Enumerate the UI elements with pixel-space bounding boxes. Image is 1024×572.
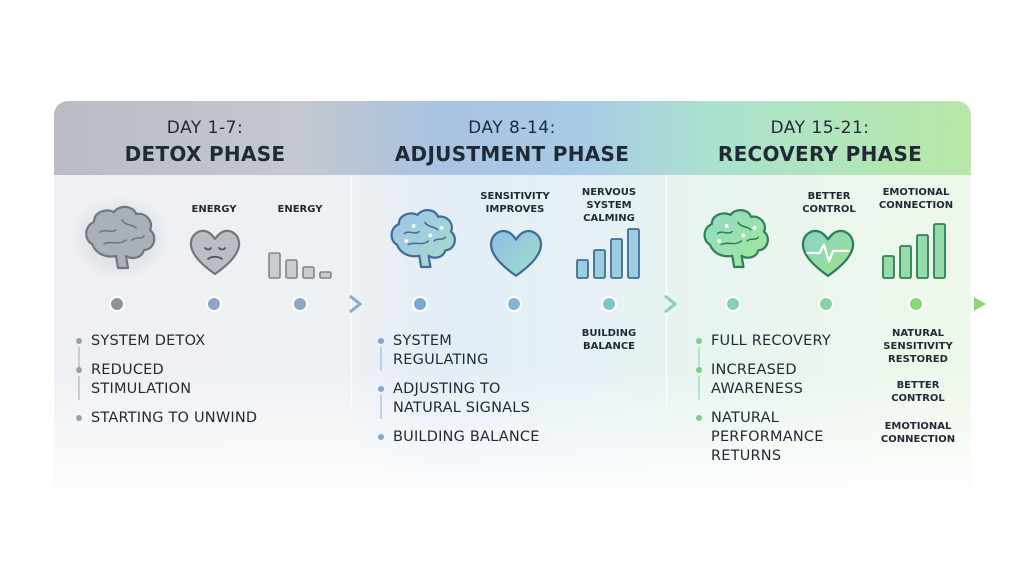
side-label: EMOTIONAL CONNECTION [880,421,956,445]
list-item: NATURAL PERFORMANCE RETURNS [696,409,851,466]
phase-day: DAY 15-21: [770,118,870,138]
phase-title: DETOX PHASE [124,142,286,166]
icon-label: SENSITIVITY IMPROVES [480,191,550,215]
list-item: INCREASED AWARENESS [696,361,821,400]
phase-divider [351,175,352,405]
phase-heading-recovery: DAY 15-21: RECOVERY PHASE [700,117,940,169]
heartbeat-icon [801,229,855,277]
heart-icon [489,229,543,277]
phase-heading-detox: DAY 1-7: DETOX PHASE [105,117,305,169]
icon-label: EMOTIONAL CONNECTION [878,187,954,211]
brain-icon [390,209,456,269]
sad-heart-icon [189,229,241,276]
icon-label: BETTER CONTROL [802,191,856,215]
phase-title: RECOVERY PHASE [717,142,923,166]
list-item: SYSTEM DETOX [76,332,306,371]
icon-label: ENERGY [191,204,237,215]
rising-bars-icon [882,223,946,279]
list-item: FULL RECOVERY [696,332,866,371]
list-item: STARTING TO UNWIND [76,409,306,428]
icon-label: NERVOUS SYSTEM CALMING [581,187,637,224]
list-item: REDUCED STIMULATION [76,361,211,400]
side-label: BETTER CONTROL [891,380,945,404]
brain-icon [70,196,170,280]
side-label: NATURAL SENSITIVITY RESTORED [883,328,953,365]
phase-items-recovery: FULL RECOVERY INCREASED AWARENESS NATURA… [696,332,866,476]
phase-items-adjustment: SYSTEM REGULATING ADJUSTING TO NATURAL S… [378,332,578,457]
phase-heading-adjustment: DAY 8-14: ADJUSTMENT PHASE [372,117,652,169]
phase-title: ADJUSTMENT PHASE [394,142,630,166]
phase-divider [666,175,667,405]
side-label: BUILDING BALANCE [581,328,637,352]
declining-bars-icon [268,252,332,279]
phase-day: DAY 1-7: [166,118,244,138]
phase-day: DAY 8-14: [468,118,556,138]
phase-items-detox: SYSTEM DETOX REDUCED STIMULATION STARTIN… [76,332,306,438]
rising-bars-icon [576,228,640,279]
list-item: SYSTEM REGULATING [378,332,503,371]
list-item: ADJUSTING TO NATURAL SIGNALS [378,380,563,419]
list-item: BUILDING BALANCE [378,428,578,447]
phase-header-bar [54,101,971,175]
icon-label: ENERGY [277,204,323,215]
brain-icon [703,209,769,269]
timeline-arrowhead [974,297,986,311]
